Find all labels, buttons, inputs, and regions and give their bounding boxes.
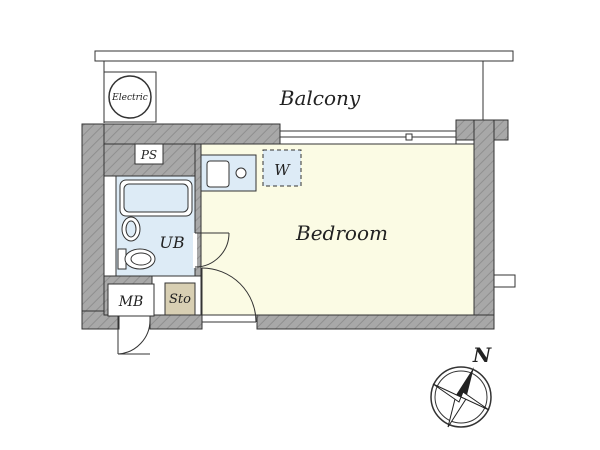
wall-right [473, 119, 495, 330]
bedroom-label: Bedroom [295, 221, 388, 245]
compass-needle-north [456, 367, 474, 399]
wall-left [81, 123, 105, 330]
north-label: N [472, 343, 492, 367]
unit-bath-label: UB [159, 233, 184, 252]
electric-meter-icon [108, 75, 152, 119]
entrance-door [201, 267, 257, 323]
wall-bottom-right [256, 314, 495, 330]
sink-icon [206, 160, 230, 188]
electric-meter: Electric [103, 71, 157, 123]
compass-needle-east [460, 391, 490, 411]
compass: N [430, 343, 492, 428]
balcony-window [279, 130, 457, 145]
meter-box-label: MB [118, 294, 144, 310]
electric-label: Electric [111, 93, 148, 103]
washer-label: W [274, 161, 291, 179]
meter-box: MB [107, 283, 155, 317]
wall-bottom-mid [149, 314, 203, 330]
balcony-rail [94, 50, 514, 62]
wall-top-left [81, 123, 281, 145]
pipe-space-label: PS [140, 148, 157, 162]
compass-needle-west [432, 383, 462, 403]
unit-bath: UB [115, 175, 196, 277]
washer-space [262, 149, 302, 187]
pipe-space [134, 143, 164, 165]
wall-stub-right [493, 274, 516, 288]
storage-label: Sto [169, 292, 191, 307]
stove-burner-icon [235, 167, 247, 179]
balcony-label: Balcony [279, 86, 361, 110]
meter-box-door [117, 316, 151, 355]
storage [164, 282, 196, 316]
bath-door [193, 232, 230, 268]
